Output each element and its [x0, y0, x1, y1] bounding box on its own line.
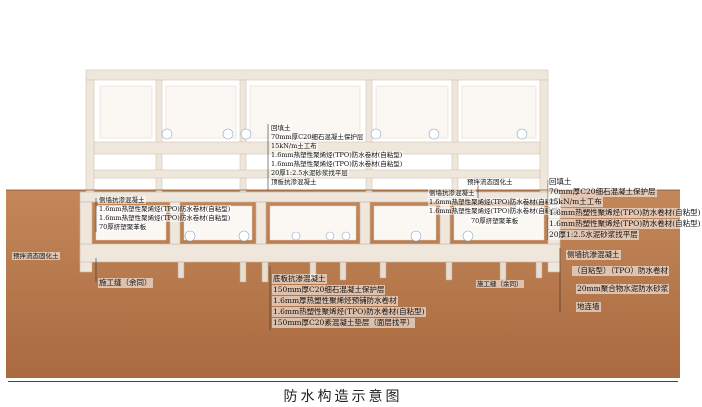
right-roof-callout-3: 1.6mm热塑性聚烯烃(TPO)防水卷材(自粘型): [548, 208, 702, 218]
right-roof-callout-4: 1.6mm热塑性聚烯烃(TPO)防水卷材(自粘型): [548, 219, 702, 229]
mid-wall-callout-0: 侧墙抗渗混凝土: [428, 189, 476, 197]
floor-callout-0: 底板抗渗混凝土: [272, 274, 327, 284]
left-wall-callout-2: 1.6mm热塑性聚烯烃(TPO)防水卷材(自粘型): [98, 214, 232, 222]
right-wall-callout-2: 20mm聚合物水泥防水砂浆: [576, 284, 670, 294]
floor-callout-4: 150mm厚C20素混凝土垫层（面层找平）: [272, 318, 416, 328]
mid-wall-callout-2: 1.6mm热塑性聚烯烃(TPO)防水卷材(自粘型): [428, 207, 562, 215]
roof-callout-2: 15kN/m土工布: [270, 142, 318, 150]
diagram-caption: 防水构造示意图: [283, 389, 403, 405]
roof-callout-4: 1.6mm热塑性聚烯烃(TPO)防水卷材(自粘型): [270, 160, 404, 168]
roof-callout-3: 1.6mm热塑性聚烯烃(TPO)防水卷材(自粘型): [270, 151, 404, 159]
mid-wall-callout-3: 70厚挤塑聚苯板: [470, 217, 520, 225]
roof-callout-1: 70mm厚C20细石混凝土保护层: [270, 133, 365, 141]
right-wall-callout-1: （自粘型）（TPO）防水卷材: [572, 266, 669, 276]
right-wall-callout-3: 地连墙: [576, 302, 601, 312]
right-roof-callout-2: 15kN/m土工布: [548, 197, 603, 207]
floor-callout-2: 1.6mm厚热塑性聚烯烃预铺防水卷材: [272, 296, 398, 306]
floor-callout-1: 150mm厚C20细石混凝土保护层: [272, 285, 386, 295]
left-wall-callout-3: 70厚挤塑聚苯板: [98, 223, 148, 231]
right-wall-callout-0: 侧墙抗渗混凝土: [566, 250, 621, 260]
right-roof-callout-0: 回填土: [548, 177, 573, 187]
left-wall-callout-1: 1.6mm热塑性聚烯烃(TPO)防水卷材(自粘型): [98, 205, 232, 213]
roof-callout-0: 回填土: [270, 124, 292, 132]
foundation-piles: [177, 261, 543, 283]
left-joint-label: 施工缝（余同）: [98, 278, 153, 288]
roof-callout-6: 顶板抗渗混凝土: [270, 178, 318, 186]
left-soil-label: 预拌流态固化土: [12, 252, 60, 260]
roof-callout-5: 20厚1:2.5水泥砂浆找平层: [270, 169, 349, 177]
mid-joint-label: 施工缝（余同）: [476, 280, 524, 288]
caption-rule: [8, 381, 678, 382]
right-roof-callout-1: 70mm厚C20细石混凝土保护层: [548, 187, 657, 197]
equipment-icons: [161, 128, 528, 242]
right-roof-callout-5: 20厚1:2.5水泥砂浆找平层: [548, 230, 639, 240]
mid-wall-callout-1: 1.6mm热塑性聚烯烃(TPO)防水卷材(自粘型): [428, 198, 562, 206]
left-wall-callout-0: 侧墙抗渗混凝土: [98, 196, 146, 204]
mid-soil-label: 预拌流态固化土: [466, 178, 514, 186]
floor-callout-3: 1.6mm热塑性聚烯烃(TPO)防水卷材(自粘型): [272, 307, 426, 317]
